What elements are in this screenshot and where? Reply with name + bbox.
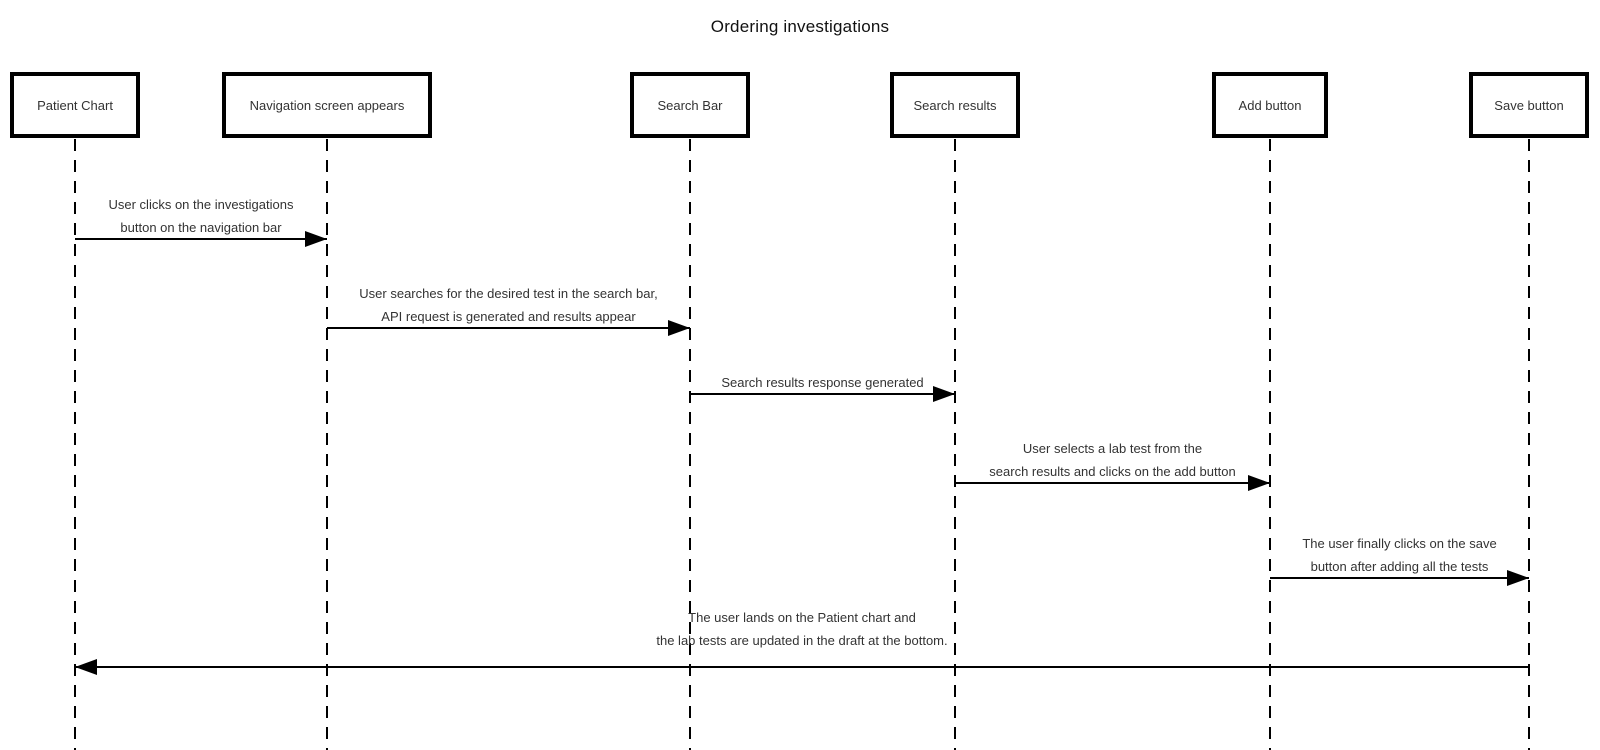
lifeline-add-button <box>1269 139 1271 750</box>
actor-label: Navigation screen appears <box>249 97 405 113</box>
message-label: Search results response generated <box>721 375 924 390</box>
actor-box-search-bar: Search Bar <box>630 72 750 138</box>
arrowhead-right-icon <box>305 231 327 247</box>
actor-label: Patient Chart <box>37 97 113 113</box>
actor-label: Search Bar <box>657 97 723 113</box>
lifeline-search-results <box>954 139 956 750</box>
actor-box-save-button: Save button <box>1469 72 1589 138</box>
message-label: User clicks on the investigations button… <box>108 197 294 235</box>
message-arrow-line <box>690 393 955 395</box>
lifeline-save-button <box>1528 139 1530 750</box>
arrowhead-right-icon <box>1248 475 1270 491</box>
message-arrow-line <box>1270 577 1529 579</box>
lifeline-search-bar <box>689 139 691 750</box>
diagram-title: Ordering investigations <box>710 17 890 36</box>
message-label: The user lands on the Patient chart and … <box>656 610 948 648</box>
actor-label: Add button <box>1238 97 1302 113</box>
actor-box-add-button: Add button <box>1212 72 1328 138</box>
arrowhead-right-icon <box>668 320 690 336</box>
message-arrow-line <box>327 327 690 329</box>
lifeline-patient-chart <box>74 139 76 750</box>
actor-box-navigation-screen: Navigation screen appears <box>222 72 432 138</box>
message-label: User searches for the desired test in th… <box>359 286 658 324</box>
actor-label: Search results <box>913 97 997 113</box>
arrowhead-right-icon <box>933 386 955 402</box>
actor-box-search-results: Search results <box>890 72 1020 138</box>
message-label: The user finally clicks on the save butt… <box>1302 536 1497 574</box>
arrowhead-left-icon <box>75 659 97 675</box>
message-arrow-line <box>75 666 1529 668</box>
message-arrow-line <box>955 482 1270 484</box>
message-arrow-line <box>75 238 327 240</box>
actor-box-patient-chart: Patient Chart <box>10 72 140 138</box>
actor-label: Save button <box>1494 97 1564 113</box>
message-label: User selects a lab test from the search … <box>989 441 1236 479</box>
lifeline-navigation-screen <box>326 139 328 750</box>
arrowhead-right-icon <box>1507 570 1529 586</box>
